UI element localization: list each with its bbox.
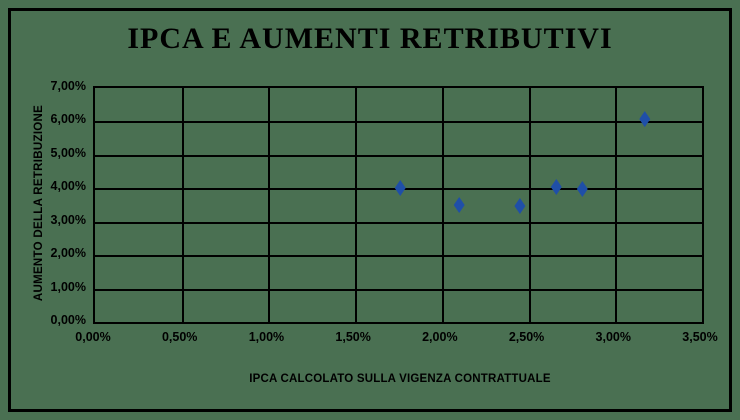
- vertical-gridline: [181, 88, 184, 322]
- data-point-marker: [639, 111, 651, 128]
- x-axis-tick-label: 0,00%: [75, 330, 111, 344]
- data-point-marker: [394, 179, 406, 196]
- x-axis-tick-label: 2,00%: [422, 330, 458, 344]
- data-point-marker: [576, 180, 588, 197]
- y-axis-tick-label: 6,00%: [50, 112, 86, 127]
- horizontal-gridline: [95, 288, 702, 291]
- vertical-gridline: [268, 88, 271, 322]
- y-axis-tick-label: 1,00%: [50, 279, 86, 294]
- y-axis-tick-label: 0,00%: [50, 313, 86, 327]
- vertical-gridline: [615, 88, 618, 322]
- x-axis-tick-label: 3,50%: [682, 330, 718, 344]
- chart-outer-border: [8, 8, 732, 412]
- plot-area: [93, 86, 704, 324]
- horizontal-gridline: [95, 121, 702, 124]
- vertical-gridline: [441, 88, 444, 322]
- x-axis-tick-label: 1,50%: [335, 330, 371, 344]
- x-axis-tick-label: 0,50%: [161, 330, 198, 344]
- y-axis-tick-label: 7,00%: [50, 79, 86, 93]
- chart-title: IPCA E AUMENTI RETRIBUTIVI: [127, 22, 613, 55]
- y-axis-tick-label: 3,00%: [50, 212, 86, 227]
- x-axis-tick-label: 2,50%: [508, 330, 545, 344]
- x-axis-title: IPCA CALCOLATO SULLA VIGENZA CONTRATTUAL…: [249, 373, 551, 385]
- data-point-marker: [453, 197, 465, 213]
- x-axis-tick-label: 1,00%: [248, 330, 285, 344]
- horizontal-gridline: [95, 221, 702, 224]
- y-axis-tick-label: 2,00%: [50, 246, 86, 261]
- horizontal-gridline: [95, 255, 702, 258]
- data-point-marker: [514, 198, 526, 214]
- x-axis-tick-label: 3,00%: [595, 330, 631, 344]
- y-axis-tick-label: 4,00%: [50, 179, 86, 194]
- vertical-gridline: [355, 88, 358, 322]
- vertical-gridline: [528, 88, 531, 322]
- y-axis-tick-label: 5,00%: [50, 145, 86, 160]
- horizontal-gridline: [95, 154, 702, 157]
- data-point-marker: [550, 178, 562, 195]
